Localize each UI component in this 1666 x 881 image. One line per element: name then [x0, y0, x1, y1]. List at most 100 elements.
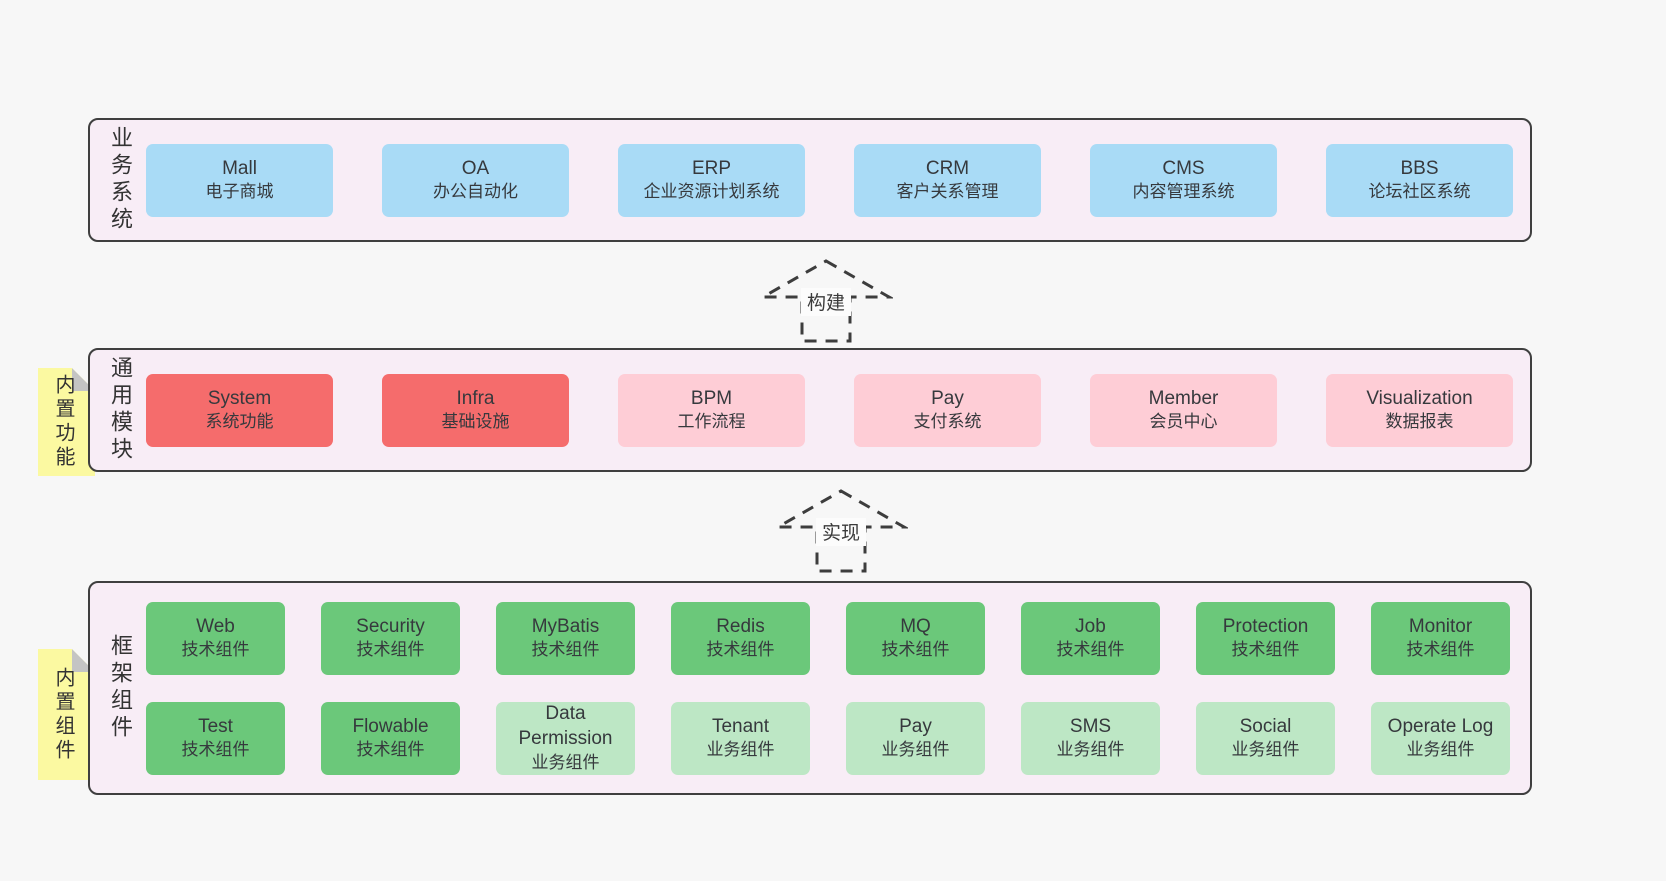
box-test: Test 技术组件: [146, 701, 285, 775]
box-infra: Infra 基础设施: [382, 373, 569, 447]
box-name: Security: [356, 615, 425, 637]
arrow-outline: [759, 259, 893, 343]
section-business-systems: 业务系统 Mall 电子商城 OA 办公自动化 ERP 企业资源计划系统 CRM…: [88, 118, 1532, 242]
box-name: ERP: [691, 157, 732, 179]
business-boxes-row: Mall 电子商城 OA 办公自动化 ERP 企业资源计划系统 CRM 客户关系…: [146, 120, 1514, 240]
box-crm: CRM 客户关系管理: [854, 143, 1041, 217]
box-subtitle: 技术组件: [181, 640, 250, 660]
arrow-label: 实现: [822, 522, 860, 544]
box-oa: OA 办公自动化: [382, 143, 569, 217]
box-name: Pay: [931, 387, 964, 409]
box-flowable: Flowable 技术组件: [321, 701, 460, 775]
sticky-note-builtin-features: 内置功能: [38, 368, 95, 476]
box-protection: Protection 技术组件: [1196, 601, 1335, 675]
box-name: Test: [198, 715, 233, 737]
sticky-note-builtin-components: 内置组件: [38, 649, 95, 780]
box-name: OA: [461, 157, 490, 179]
box-subtitle: 业务组件: [1231, 740, 1300, 760]
box-name: Web: [196, 615, 235, 637]
box-name: Redis: [716, 615, 765, 637]
box-subtitle: 工作流程: [677, 412, 746, 432]
box-subtitle: 企业资源计划系统: [643, 182, 780, 202]
box-subtitle: 技术组件: [1056, 640, 1125, 660]
box-name: Mall: [222, 157, 257, 179]
box-name: System: [207, 387, 272, 409]
box-mall: Mall 电子商城: [146, 143, 333, 217]
box-subtitle: 技术组件: [181, 740, 250, 760]
box-pay-module: Pay 支付系统: [854, 373, 1041, 447]
box-subtitle: 业务组件: [531, 752, 600, 772]
note-label: 内置组件: [52, 666, 74, 763]
section-common-modules: 通用模块 System 系统功能 Infra 基础设施 BPM 工作流程 Pay…: [88, 348, 1532, 472]
box-job: Job 技术组件: [1021, 601, 1160, 675]
box-name: MyBatis: [531, 615, 600, 637]
box-redis: Redis 技术组件: [671, 601, 810, 675]
box-name: Tenant: [711, 715, 770, 737]
component-rows: Web 技术组件 Security 技术组件 MyBatis 技术组件 Redi…: [146, 583, 1514, 793]
box-subtitle: 技术组件: [1231, 640, 1300, 660]
box-name: Monitor: [1408, 615, 1473, 637]
box-social: Social 业务组件: [1196, 701, 1335, 775]
box-name: Member: [1148, 387, 1219, 409]
box-mybatis: MyBatis 技术组件: [496, 601, 635, 675]
box-name: MQ: [900, 615, 931, 637]
box-subtitle: 客户关系管理: [896, 182, 999, 202]
box-subtitle: 业务组件: [1406, 740, 1475, 760]
box-member: Member 会员中心: [1090, 373, 1277, 447]
box-name: Pay: [899, 715, 932, 737]
arrow-outline: [774, 489, 908, 573]
box-subtitle: 技术组件: [531, 640, 600, 660]
box-system: System 系统功能: [146, 373, 333, 447]
box-bpm: BPM 工作流程: [618, 373, 805, 447]
box-sms: SMS 业务组件: [1021, 701, 1160, 775]
box-name: Visualization: [1366, 387, 1473, 409]
component-row-2: Test 技术组件 Flowable 技术组件 Data Permission …: [146, 701, 1514, 775]
box-subtitle: 业务组件: [1056, 740, 1125, 760]
note-label: 内置功能: [52, 374, 74, 470]
box-subtitle: 技术组件: [356, 740, 425, 760]
box-name: CRM: [925, 157, 970, 179]
component-row-1: Web 技术组件 Security 技术组件 MyBatis 技术组件 Redi…: [146, 601, 1514, 675]
box-name: CMS: [1162, 157, 1205, 179]
box-subtitle: 会员中心: [1149, 412, 1218, 432]
box-subtitle: 办公自动化: [433, 182, 518, 202]
box-name: Infra: [456, 387, 495, 409]
box-name: BBS: [1400, 157, 1439, 179]
box-name: Protection: [1222, 615, 1309, 637]
section-side-label: 通用模块: [108, 356, 133, 464]
box-subtitle: 技术组件: [356, 640, 425, 660]
box-mq: MQ 技术组件: [846, 601, 985, 675]
box-subtitle: 技术组件: [706, 640, 775, 660]
box-name: BPM: [690, 387, 733, 409]
box-subtitle: 技术组件: [1406, 640, 1475, 660]
box-erp: ERP 企业资源计划系统: [618, 143, 805, 217]
box-cms: CMS 内容管理系统: [1090, 143, 1277, 217]
section-framework-components: 框架组件 Web 技术组件 Security 技术组件 MyBatis 技术组件…: [88, 581, 1532, 795]
box-subtitle: 数据报表: [1385, 412, 1454, 432]
box-name: Data Permission: [518, 703, 613, 749]
box-name: Job: [1075, 615, 1106, 637]
section-side-label: 业务系统: [108, 126, 133, 234]
arrow-build: 构建: [759, 259, 893, 343]
box-name: Social: [1239, 715, 1292, 737]
arrow-implement: 实现: [774, 489, 908, 573]
box-pay-component: Pay 业务组件: [846, 701, 985, 775]
box-name: Flowable: [352, 715, 429, 737]
box-visualization: Visualization 数据报表: [1326, 373, 1513, 447]
arrow-label-bg: [816, 518, 866, 546]
box-bbs: BBS 论坛社区系统: [1326, 143, 1513, 217]
box-subtitle: 电子商城: [205, 182, 274, 202]
section-side-label: 框架组件: [108, 634, 133, 742]
box-name: SMS: [1069, 715, 1112, 737]
box-subtitle: 业务组件: [881, 740, 950, 760]
box-tenant: Tenant 业务组件: [671, 701, 810, 775]
box-web: Web 技术组件: [146, 601, 285, 675]
box-subtitle: 支付系统: [913, 412, 982, 432]
arrow-label: 构建: [807, 292, 845, 314]
box-subtitle: 系统功能: [205, 412, 274, 432]
arrow-label-bg: [801, 288, 851, 316]
box-data-permission: Data Permission 业务组件: [496, 701, 635, 775]
box-subtitle: 技术组件: [881, 640, 950, 660]
box-subtitle: 基础设施: [441, 412, 510, 432]
